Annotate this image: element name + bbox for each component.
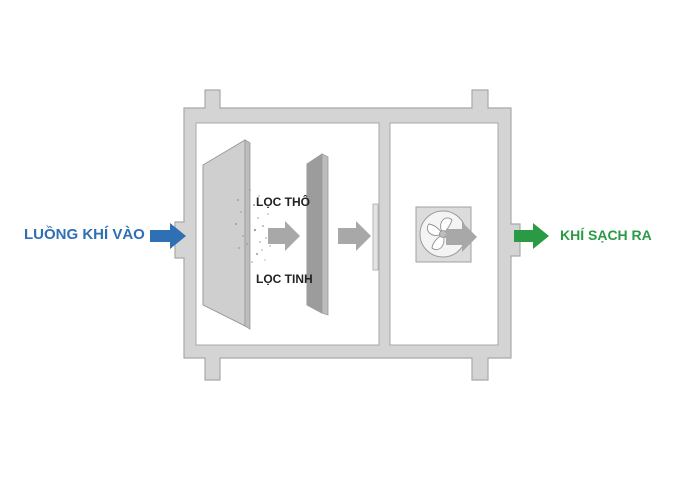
outlet-arrow-icon (514, 223, 549, 249)
fine-filter-panel (306, 153, 323, 314)
coarse-filter-label: LỌC THÔ (256, 195, 310, 209)
partition-vent (372, 203, 379, 271)
coarse-filter-panel (202, 139, 246, 327)
fine-filter-side (321, 153, 329, 316)
fan-flow-arrow (446, 222, 477, 252)
coarse-filter-side (244, 139, 251, 330)
flow-arrow-1 (268, 221, 300, 251)
fine-filter-label: LỌC TINH (256, 272, 313, 286)
dust-particles (235, 189, 271, 263)
inlet-label: LUỒNG KHÍ VÀO (24, 226, 145, 243)
flow-arrow-2 (338, 221, 371, 251)
outlet-label: KHÍ SẠCH RA (560, 227, 652, 243)
inlet-arrow-icon (150, 223, 186, 249)
